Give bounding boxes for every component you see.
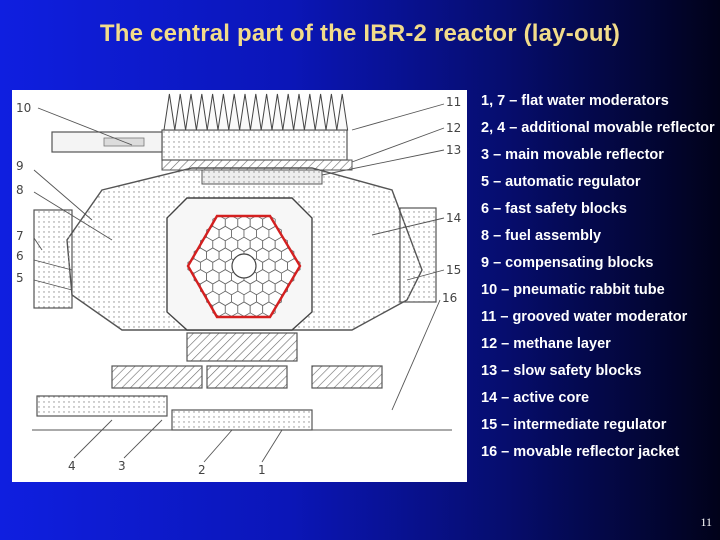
callout-3: 3 [118,459,126,473]
legend-item: 12 – methane layer [481,336,611,352]
callout-1: 1 [258,463,266,477]
legend-item: 5 – automatic regulator [481,174,641,190]
slide-title: The central part of the IBR-2 reactor (l… [99,20,621,47]
callout-15: 15 [446,263,461,277]
legend-item: 16 – movable reflector jacket [481,444,680,460]
component-legend: 1, 7 – flat water moderators 2, 4 – addit… [481,92,716,470]
flat-water-moderator-right [399,207,437,303]
callout-16: 16 [442,291,457,305]
active-core-outline [186,214,302,319]
legend-item: 15 – intermediate regulator [481,417,667,433]
callout-14: 14 [446,211,461,225]
callout-7: 7 [16,229,24,243]
callout-5: 5 [16,271,24,285]
legend-item: 9 – compensating blocks [481,255,654,271]
legend-item: 10 – pneumatic rabbit tube [481,282,665,298]
callout-12: 12 [446,121,461,135]
lower-water-moderator [171,409,313,431]
legend-item: 2, 4 – additional movable reflector [481,120,715,136]
legend-item: 14 – active core [481,390,590,406]
callout-6: 6 [16,249,24,263]
legend-item: 11 – grooved water moderator [481,309,688,325]
grooved-water-moderator [161,93,349,161]
reactor-layout-diagram: 10 9 8 7 6 5 11 12 13 14 15 16 4 3 2 1 [12,90,467,482]
legend-item: 8 – fuel assembly [481,228,602,244]
callout-4: 4 [68,459,76,473]
additional-reflector-right [311,365,383,389]
leader-lines [33,103,445,463]
callout-10: 10 [16,101,31,115]
callout-8: 8 [16,183,24,197]
callout-11: 11 [446,95,461,109]
legend-item: 6 – fast safety blocks [481,201,627,217]
legend-item: 3 – main movable reflector [481,147,664,163]
additional-reflector-mid [206,365,288,389]
legend-item: 1, 7 – flat water moderators [481,93,669,109]
main-movable-reflector [186,332,298,362]
callout-2: 2 [198,463,206,477]
movable-reflector-jacket [36,395,168,417]
callout-9: 9 [16,159,24,173]
callout-13: 13 [446,143,461,157]
flat-water-moderator-left [33,209,73,309]
slide-number: 11 [700,515,712,529]
legend-item: 13 – slow safety blocks [481,363,642,379]
additional-reflector-left [111,365,203,389]
